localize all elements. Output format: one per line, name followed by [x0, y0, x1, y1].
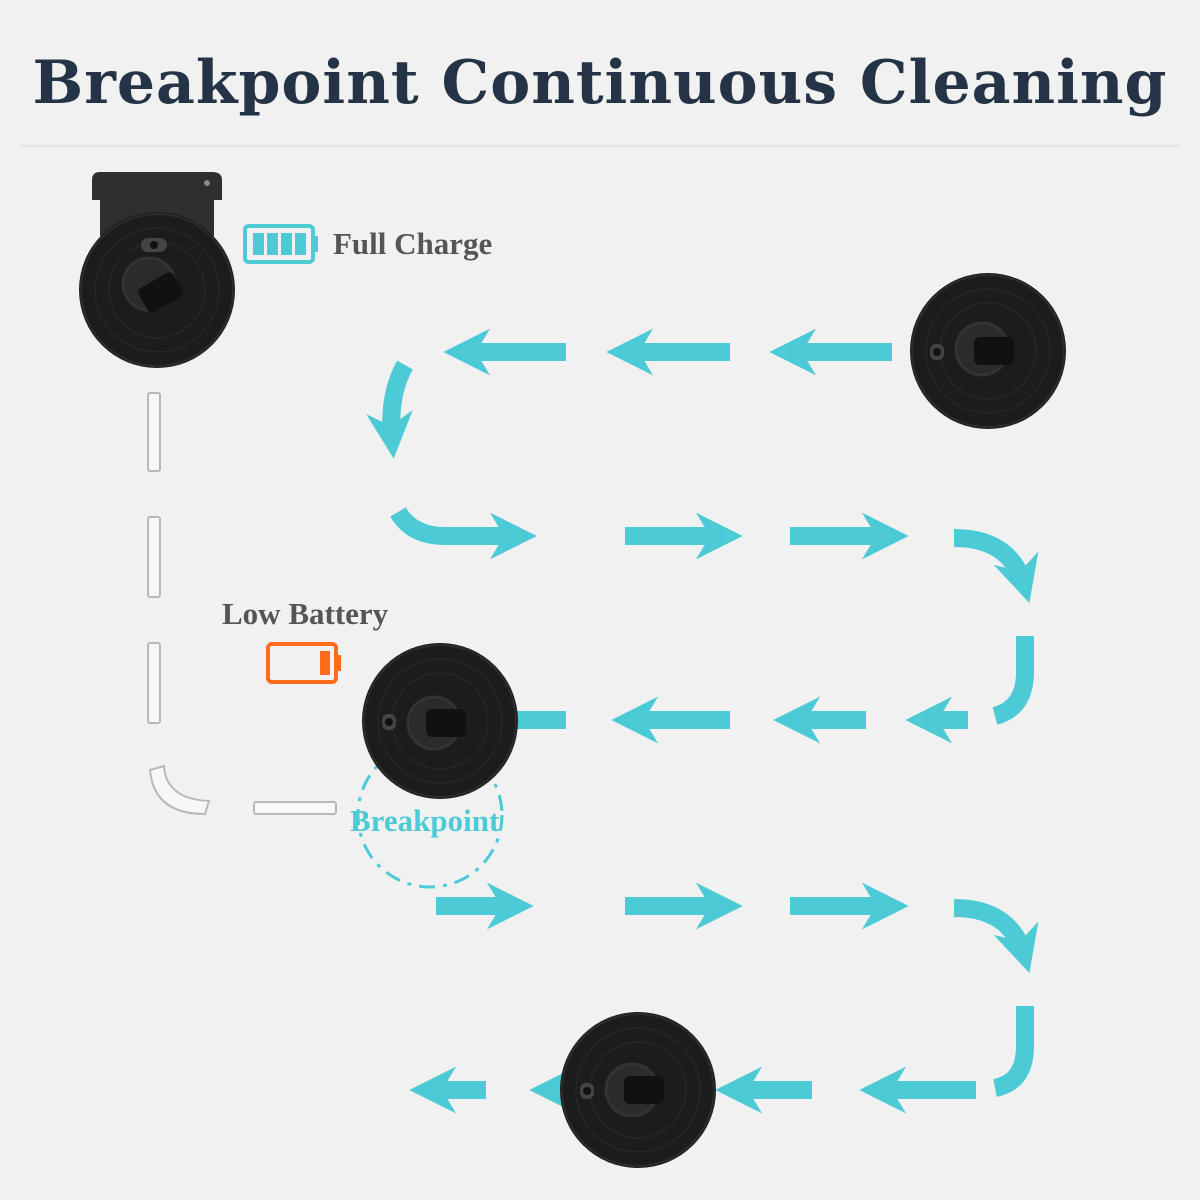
breakpoint-label: Breakpoint	[350, 803, 500, 838]
robot-vacuum-icon	[560, 1012, 716, 1168]
return-path	[147, 392, 337, 816]
robot-vacuum-icon	[910, 273, 1066, 429]
cleaning-path	[366, 328, 1039, 1114]
arrow-icon	[953, 899, 1039, 973]
arrow-icon	[953, 529, 1039, 603]
full-charge-label: Full Charge	[333, 226, 493, 261]
robot-vacuum-icon	[79, 212, 235, 368]
robot-vacuum-icon	[362, 643, 518, 799]
page-title: Breakpoint Continuous Cleaning	[32, 48, 1168, 118]
arrow-icon	[366, 360, 413, 459]
low-battery-label: Low Battery	[222, 596, 389, 631]
battery-full-icon	[243, 224, 318, 264]
arrow-icon	[390, 507, 537, 560]
battery-low-icon	[266, 642, 341, 684]
